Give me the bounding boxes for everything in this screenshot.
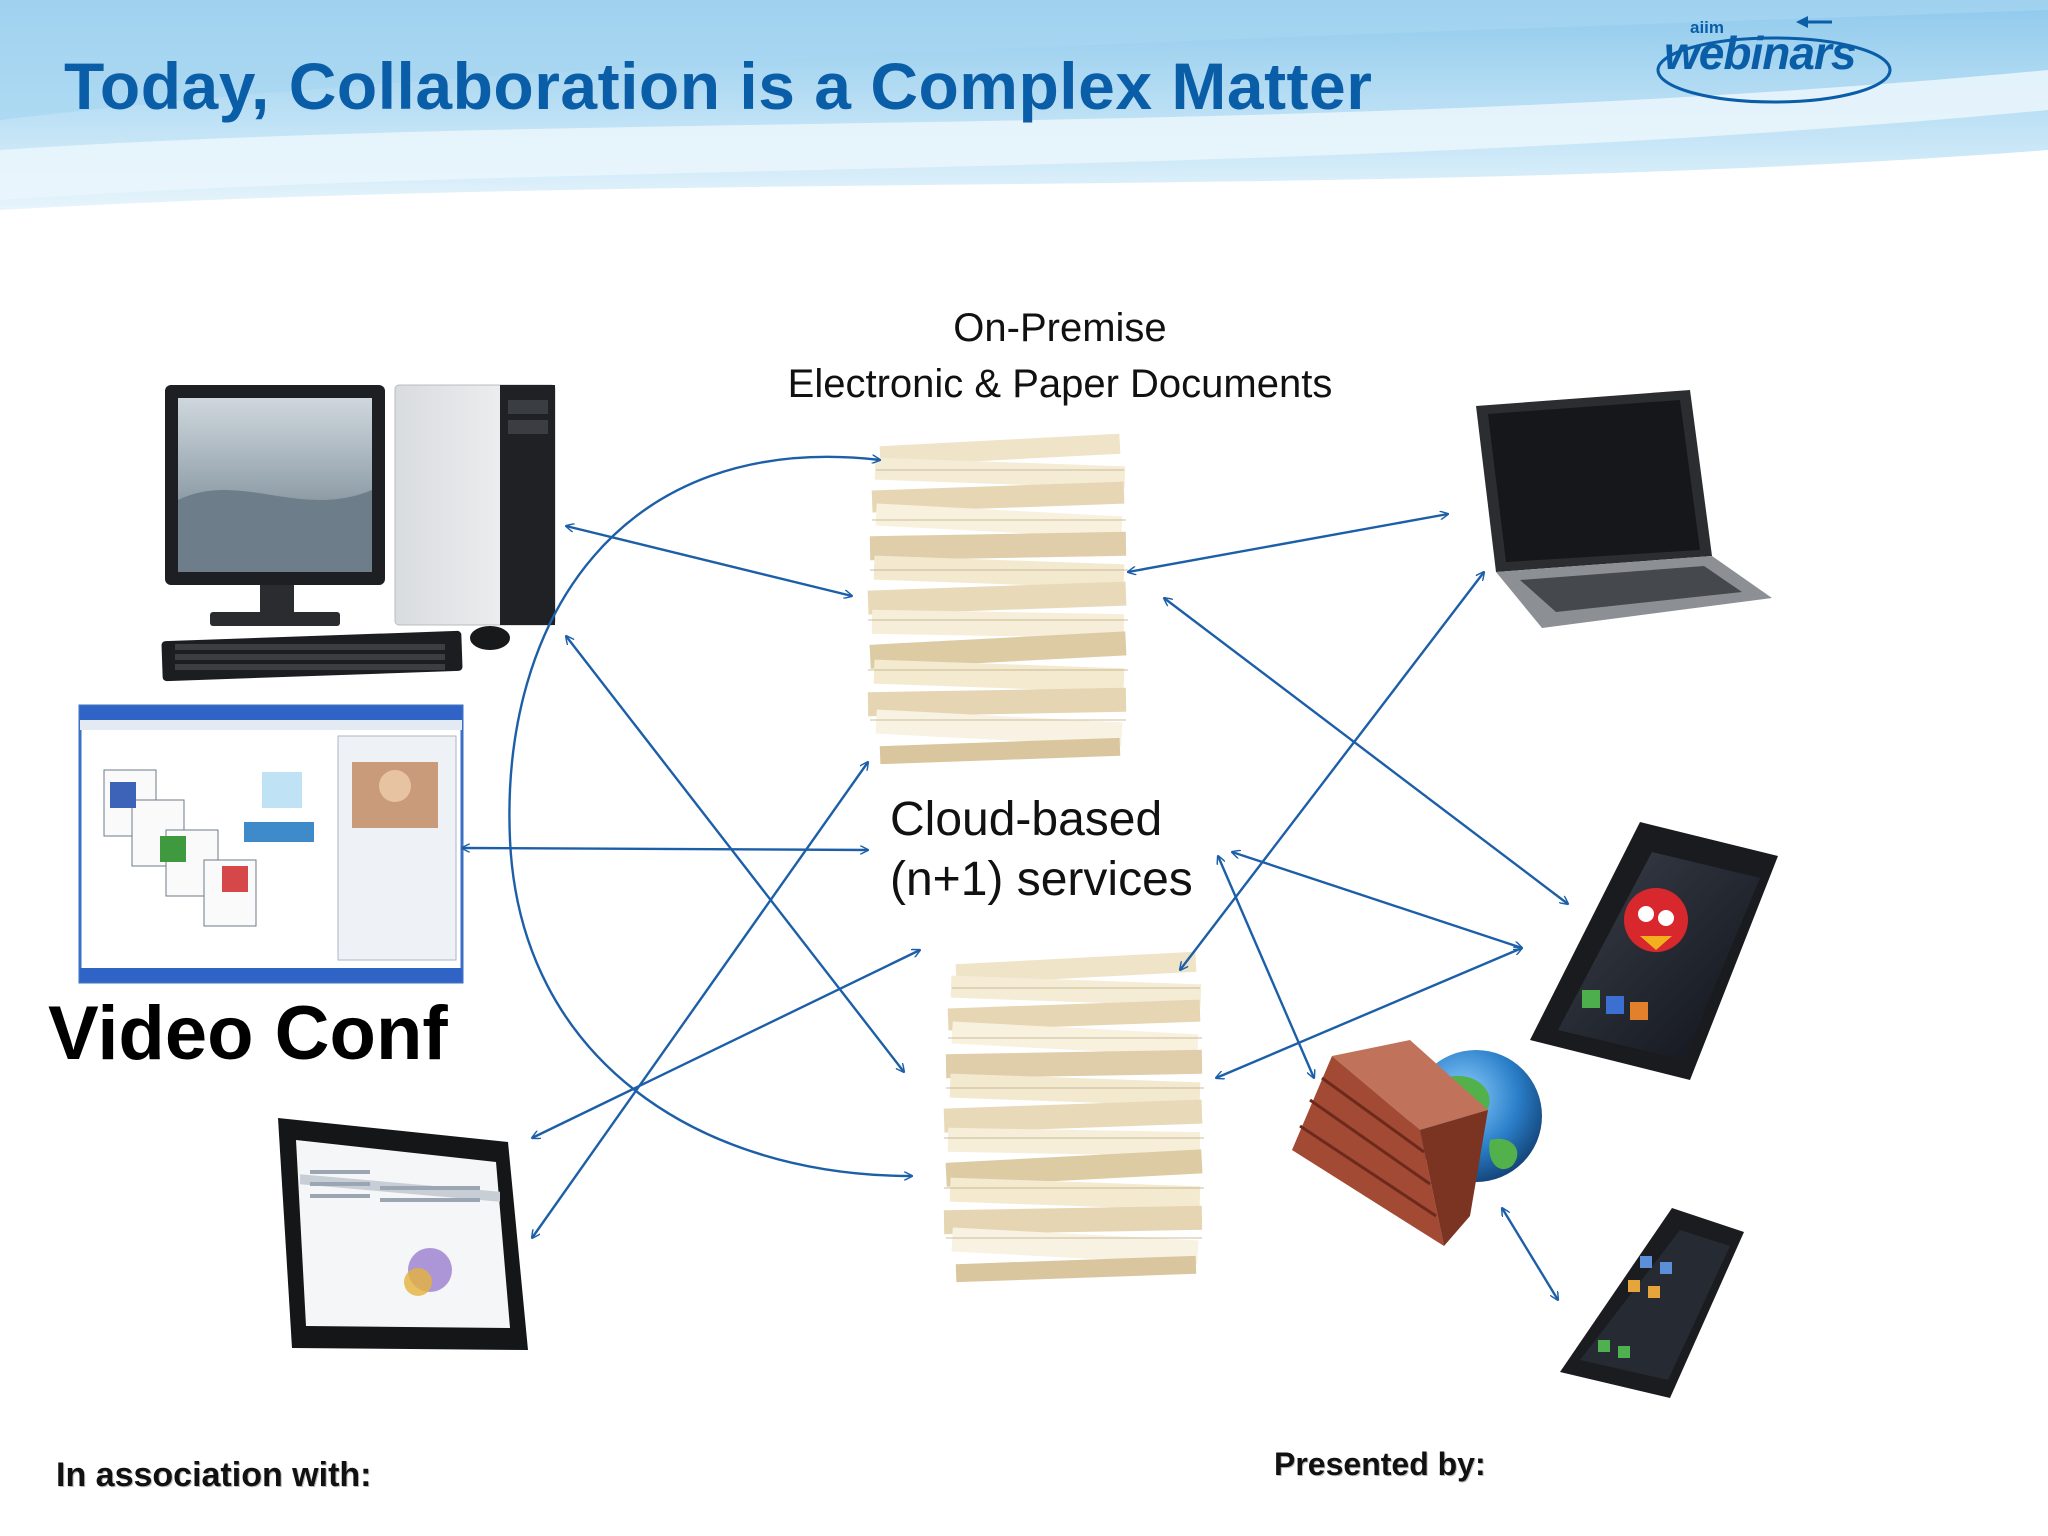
desktop-computer-icon <box>161 384 556 682</box>
logo-main-text: webinars <box>1664 27 1856 79</box>
arrow-desktop-top-stack <box>566 526 852 596</box>
on-premise-label-line-2: Electronic & Paper Documents <box>787 362 1333 406</box>
smartphone-small-icon <box>1560 1208 1744 1398</box>
cloud-services-label: Cloud-based (n+1) services <box>890 790 1193 910</box>
arrow-curve-top-to-bottom-stack <box>508 457 912 1176</box>
on-premise-label: On-Premise Electronic & Paper Documents <box>740 300 1380 412</box>
laptop-icon <box>1476 390 1772 628</box>
aiim-webinars-logo <box>1656 16 1892 104</box>
tablet-icon <box>278 1118 528 1350</box>
video-conference-screen-icon <box>78 704 464 984</box>
arrow-laptop-bottom-stack <box>1180 572 1484 970</box>
connection-arrows <box>462 457 1568 1300</box>
video-conf-label: Video Conf <box>48 991 448 1076</box>
cloud-services-label-line-2: (n+1) services <box>890 853 1193 906</box>
smartphone-icon <box>1530 822 1778 1080</box>
arrow-cloud-firewall <box>1218 856 1314 1078</box>
arrow-cloud-smartphone <box>1232 852 1522 948</box>
arrow-top-stack-smartphone <box>1164 598 1568 904</box>
slide-title: Today, Collaboration is a Complex Matter <box>64 49 1373 123</box>
arrow-desktop-bottom-stack <box>566 636 904 1072</box>
arrow-laptop-top-stack <box>1128 514 1448 572</box>
on-premise-label-line-1: On-Premise <box>953 306 1167 350</box>
logo-small-text: aiim <box>1690 18 1725 37</box>
document-stack-top-icon <box>867 433 1128 765</box>
firewall-globe-icon <box>1292 1040 1542 1246</box>
cloud-services-label-line-1: Cloud-based <box>890 793 1163 846</box>
association-label: In association with: <box>56 1456 372 1494</box>
arrow-firewall-small-phone <box>1502 1208 1558 1300</box>
presented-by-label: Presented by: <box>1274 1446 1486 1482</box>
document-stack-bottom-icon <box>943 951 1204 1283</box>
arrow-tablet-bottom-stack <box>532 950 920 1138</box>
